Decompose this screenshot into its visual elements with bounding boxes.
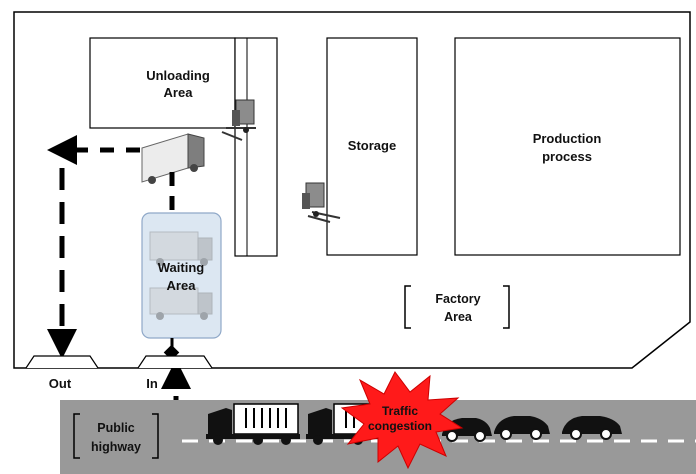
svg-text:Area: Area: [444, 310, 473, 324]
unloading-area-label-2: Area: [164, 85, 194, 100]
forklift-icon: [221, 99, 256, 141]
waiting-area-box: [141, 212, 222, 339]
production-box: [454, 37, 681, 256]
waiting-truck-icon: [149, 231, 213, 266]
unloading-truck-icon: [141, 133, 205, 184]
gate-out: [25, 355, 99, 369]
traffic-congestion-label-1: Traffic: [382, 404, 418, 418]
traffic-burst-icon: [340, 371, 464, 470]
gate-in: [137, 355, 213, 369]
gate-out-label: Out: [49, 376, 72, 391]
waiting-area-label-2: Area: [167, 278, 197, 293]
car-icon: [494, 416, 550, 440]
unloading-area-box: [89, 37, 236, 129]
storage-box: [326, 37, 418, 256]
unloading-area-label-1: Unloading: [146, 68, 210, 83]
factory-area-label: Factory Area: [404, 285, 510, 329]
road-truck-icon: [206, 403, 300, 445]
production-label-2: process: [542, 149, 592, 164]
public-highway-label: Public highway: [73, 413, 159, 459]
svg-text:Factory: Factory: [435, 292, 480, 306]
waiting-truck-icon: [149, 287, 213, 320]
svg-text:highway: highway: [91, 440, 141, 454]
traffic-congestion-label-2: congestion: [368, 419, 432, 433]
svg-text:Public: Public: [97, 421, 135, 435]
car-icon: [562, 416, 622, 440]
car-icon: [442, 418, 492, 442]
production-label-1: Production: [533, 131, 602, 146]
unloading-dock-strip: [234, 37, 278, 257]
gate-in-label: In: [146, 376, 158, 391]
storage-label: Storage: [348, 138, 396, 153]
waiting-area-label-1: Waiting: [158, 260, 205, 275]
forklift-icon: [302, 182, 341, 223]
